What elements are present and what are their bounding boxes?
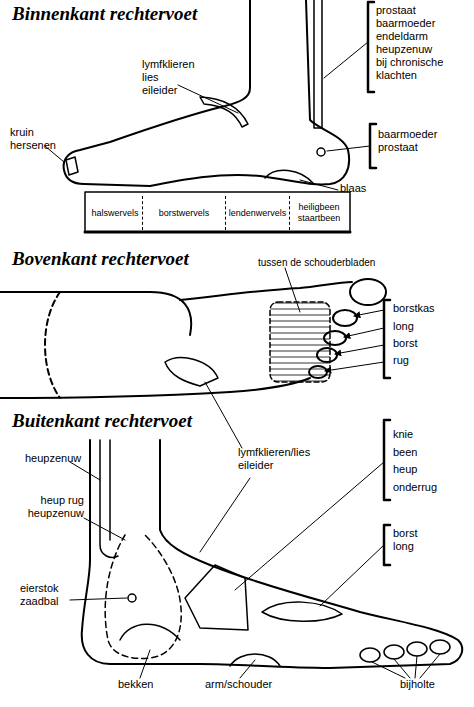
top-foot: [0, 268, 390, 398]
toe-nail: [66, 157, 78, 175]
zone-label: long: [393, 320, 414, 333]
toe: [350, 279, 386, 305]
leader-line: [240, 660, 255, 678]
reflex-zone: [314, 0, 322, 128]
toe: [384, 645, 404, 659]
zone-label: eierstok zaadbal: [20, 582, 59, 608]
bracket: [384, 300, 390, 378]
bracket: [368, 2, 374, 92]
zone-label: lymfklieren/lies eileider: [238, 446, 328, 472]
toe: [407, 642, 427, 656]
pelvis-zone: [120, 624, 180, 640]
chest-zone: [262, 602, 342, 621]
reflex-point: [128, 594, 136, 602]
zone-label: tussen de schouderbladen: [258, 256, 375, 269]
hip-zone: [105, 535, 181, 658]
leader-arrow: [325, 362, 384, 371]
zone-label: lymfklieren lies eileider: [142, 58, 195, 97]
zone-label: borst long: [393, 527, 417, 553]
leader-line: [285, 268, 300, 312]
lymph-zone: [165, 358, 218, 386]
foot-outline: [180, 282, 352, 300]
zone-label: heupzenuw: [25, 452, 81, 465]
toe: [333, 310, 357, 326]
leader-arrow: [354, 310, 384, 316]
segment-text: heiligbeen staartbeen: [298, 202, 341, 224]
leader-line: [70, 598, 127, 600]
zone-label: arm/schouder: [205, 678, 272, 691]
section-heading: Bovenkant rechtervoet: [12, 248, 189, 270]
section-heading: Buitenkant rechtervoet: [12, 410, 192, 432]
bracket: [370, 124, 376, 168]
spine-segment: borstwervels: [143, 196, 226, 230]
spine-bracket: [85, 231, 350, 234]
zone-label: borst: [393, 337, 417, 350]
foot-outline: [64, 0, 349, 186]
leader-line: [324, 42, 368, 78]
leader-line: [320, 545, 384, 606]
leader-line: [178, 85, 238, 113]
segment-text: borstwervels: [159, 208, 210, 219]
nerve-zone: [100, 440, 118, 557]
zone-label: prostaat baarmoeder endeldarm heupzenuw …: [376, 4, 446, 82]
lymph-zone: [200, 97, 248, 127]
spine-segment: lendenwervels: [226, 196, 290, 230]
segment-text: lendenwervels: [229, 208, 287, 219]
leader-line: [327, 146, 370, 151]
chest-zone: [270, 302, 330, 382]
leader-line: [205, 382, 242, 448]
leader-line: [70, 462, 100, 480]
zone-label: baarmoeder prostaat: [378, 128, 437, 154]
zone-label: kruin hersenen: [10, 126, 56, 152]
leader-line: [300, 180, 338, 190]
foot-outline: [0, 378, 310, 398]
spine-segment: heiligbeen staartbeen: [290, 196, 348, 230]
zone-label: bijholte: [400, 678, 435, 691]
bracket: [384, 525, 390, 565]
toe: [360, 648, 380, 662]
leader-line: [84, 518, 125, 540]
zone-label: rug: [393, 354, 409, 367]
leader-line: [235, 462, 384, 590]
leg-zone: [185, 565, 248, 630]
inner-foot: [45, 0, 376, 232]
leader-line: [372, 654, 440, 678]
segment-text: halswervels: [91, 208, 138, 219]
spine-segment: halswervels: [88, 196, 143, 230]
reflex-point: [317, 148, 325, 156]
leader-arrow: [335, 345, 384, 354]
zone-label: knie been heup onderrug: [393, 426, 437, 496]
leg-outline: [0, 292, 191, 335]
leader-arrow: [344, 328, 384, 337]
zone-label: heup rug heupzenuw: [28, 494, 84, 520]
spine-bracket: [85, 192, 350, 232]
ankle-line: [45, 292, 60, 398]
section-heading: Binnenkant rechtervoet: [12, 3, 197, 25]
zone-label: borstkas: [393, 302, 435, 315]
leader-line: [140, 650, 150, 678]
zone-label: bekken: [118, 678, 153, 691]
zone-label: blaas: [340, 182, 366, 195]
leader-line: [200, 478, 250, 552]
bracket: [384, 420, 390, 500]
toe: [430, 640, 450, 654]
